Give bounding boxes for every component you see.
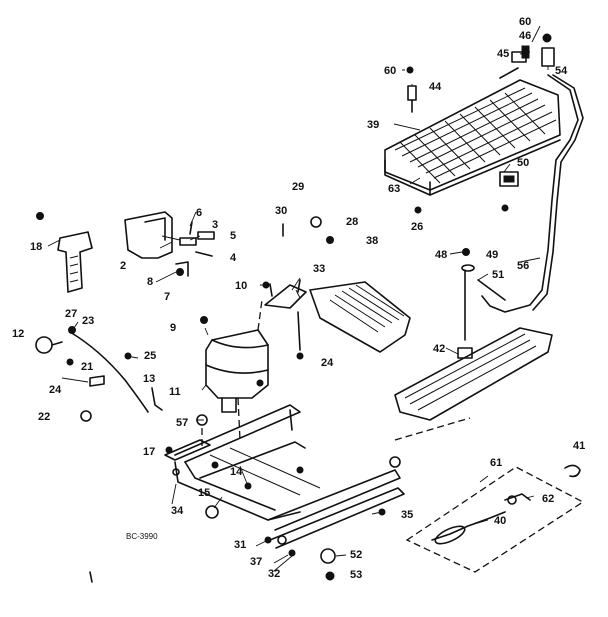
callout-label: 33 [313,263,325,275]
callout-label: 51 [492,269,504,281]
callout-label: 34 [171,505,184,517]
evaporator-tube [481,74,584,313]
callout-label: 4 [230,252,237,264]
callout-label: 39 [367,119,379,131]
callout-label: 28 [346,216,358,228]
evaporator-coil [384,79,561,196]
callout-label: 41 [573,440,585,452]
leader-lines [47,25,549,572]
callout-label: 31 [234,539,246,551]
callout-label: 48 [435,249,447,261]
callout-label: 17 [143,446,155,458]
callout-label: 52 [350,549,362,561]
callout-label: 2 [120,260,126,272]
callout-label: 27 [65,308,77,320]
callout-label: 18 [30,241,42,253]
callout-label: 25 [144,350,156,362]
callout-label: 60 [384,65,396,77]
callout-label: 12 [12,328,24,340]
condenser-38 [296,281,411,360]
callout-label: 13 [143,373,155,385]
callout-label: 40 [494,515,506,527]
callout-label: 56 [517,260,529,272]
callout-label: 11 [169,386,181,398]
callout-label: 63 [388,183,400,195]
callout-label: 26 [411,221,423,233]
callout-label: 61 [490,457,502,469]
defrost-timer-50 [414,171,519,214]
stray-mark [89,571,93,583]
callout-label: 8 [147,276,153,288]
dashed-link-compressor [201,299,263,450]
evaporator-top-fittings [406,33,555,113]
callout-label: 49 [486,249,498,261]
drawing-stamp: BC-3990 [126,532,158,541]
callout-label: 45 [497,48,509,60]
dashed-link-drain [394,417,471,441]
callout-label: 21 [81,361,93,373]
callout-label: 3 [212,219,218,231]
callout-label: 44 [429,81,442,93]
callout-label: 24 [49,384,62,396]
callout-label: 24 [321,357,334,369]
callout-label: 53 [350,569,362,581]
callout-label: 10 [235,280,247,292]
callout-label: 23 [82,315,94,327]
relay-bracket-33 [262,216,334,309]
callout-label: 32 [268,568,280,580]
callout-label: 50 [517,157,529,169]
callout-label: 7 [164,291,170,303]
callout-label: 62 [542,493,554,505]
overload-parts [35,326,163,422]
callout-label: 60 [519,16,531,28]
callout-label: 9 [170,322,176,334]
callout-label: 22 [38,411,50,423]
callout-label: 6 [196,207,202,219]
grommet-parts [165,446,386,581]
callout-label: 14 [230,466,243,478]
base-rails [164,404,405,549]
terminal-bracket [124,211,215,277]
callout-label: 37 [250,556,262,568]
callout-label: 38 [366,235,378,247]
callout-label: 46 [519,30,531,42]
callout-label: 54 [555,65,568,77]
callout-label: 35 [401,509,413,521]
callout-label: 29 [292,181,304,193]
callout-label: 57 [176,417,188,429]
callout-label: 5 [230,230,236,242]
callout-label: 42 [433,343,445,355]
fan-bracket-27 [36,212,93,293]
compressor-11 [196,316,269,426]
callout-label: 30 [275,205,287,217]
callout-labels: 60 46 45 54 60 44 39 63 50 26 18 6 3 5 2… [12,16,585,581]
callout-label: 15 [198,487,210,499]
drain-trough-42 [394,248,553,421]
